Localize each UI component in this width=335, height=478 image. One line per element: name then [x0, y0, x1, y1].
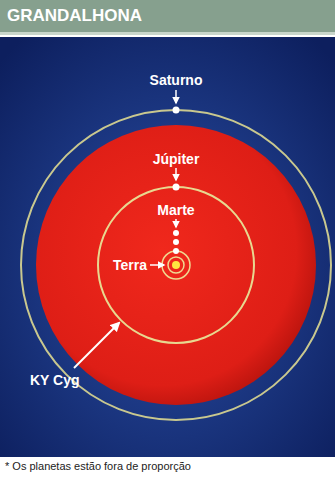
- planet-label: Terra: [113, 257, 147, 273]
- star-sphere: [36, 125, 316, 405]
- planet-label: Marte: [157, 202, 194, 218]
- space-panel: [0, 37, 335, 457]
- pointer-arrow: [74, 323, 119, 368]
- pointer-arrow: [175, 168, 177, 180]
- title-bar: [0, 0, 335, 32]
- mars-dot: [173, 230, 179, 236]
- caption: * Os planetas estão fora de proporção: [5, 460, 191, 473]
- saturn-dot: [173, 107, 180, 114]
- planet-dot: [173, 248, 179, 254]
- pointer-arrow: [150, 264, 164, 266]
- saturn-orbit: [21, 110, 331, 420]
- jupiter-dot: [173, 184, 180, 191]
- title-rule: [0, 32, 335, 35]
- inner-orbit: [162, 251, 190, 279]
- planet-label: Júpiter: [153, 151, 200, 167]
- jupiter-orbit: [98, 187, 254, 343]
- sun-dot: [172, 261, 180, 269]
- planet-label: Saturno: [150, 72, 203, 88]
- pointer-arrow: [175, 219, 177, 227]
- title: GRANDALHONA: [7, 6, 142, 26]
- inner-orbit: [168, 257, 184, 273]
- star-label: KY Cyg: [30, 372, 80, 388]
- planet-dot: [173, 239, 179, 245]
- pointer-arrow: [175, 90, 177, 103]
